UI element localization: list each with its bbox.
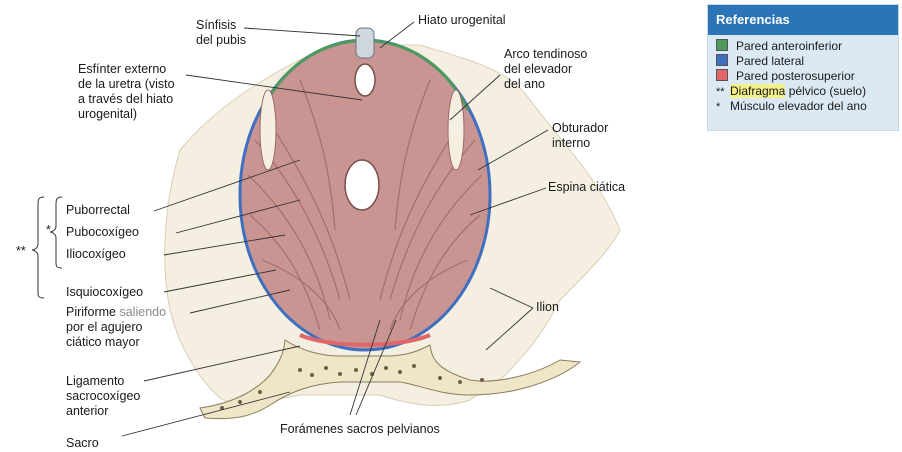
arcus-tendineus-left <box>260 90 276 170</box>
label-piriforme-line3: ciático mayor <box>66 335 166 350</box>
references-title: Referencias <box>708 5 898 35</box>
reference-item-diafragma: **Diafragma pélvico (suelo) <box>716 84 898 99</box>
label-obturador: Obturador interno <box>552 121 608 151</box>
reference-item-elevador: *Músculo elevador del ano <box>716 99 898 114</box>
label-hiato: Hiato urogenital <box>418 13 506 28</box>
label-sinfisis-line1: Sínfisis <box>196 18 246 33</box>
label-ligamento-line1: Ligamento <box>66 374 140 389</box>
references-legend: Referencias Pared anteroinferior Pared l… <box>707 4 899 131</box>
label-foramenes: Forámenes sacros pelvianos <box>280 422 440 437</box>
label-piriforme-word: Piriforme <box>66 305 119 319</box>
reference-text-diafragma: pélvico (suelo) <box>785 84 866 98</box>
green-swatch-icon <box>716 39 728 51</box>
label-isquiocoxigeo: Isquiocoxígeo <box>66 285 143 300</box>
diaphragm-bracket <box>32 197 44 298</box>
label-arco-line2: del elevador <box>504 62 587 77</box>
label-esfinter: Esfínter externo de la uretra (visto a t… <box>78 62 175 122</box>
arcus-tendineus-right <box>448 90 464 170</box>
label-pubocoxigeo: Pubocoxígeo <box>66 225 139 240</box>
reference-item-lateral: Pared lateral <box>716 54 898 69</box>
label-esfinter-line1: Esfínter externo <box>78 62 175 77</box>
label-espina: Espina ciática <box>548 180 625 195</box>
bracket-single-mark: * <box>46 223 51 238</box>
label-sacro: Sacro <box>66 436 99 451</box>
reference-text-elevador: Músculo elevador del ano <box>730 99 867 113</box>
blue-swatch-icon <box>716 54 728 66</box>
reference-text-anteroinferior: Pared anteroinferior <box>736 39 842 53</box>
label-piriforme-saliendo: saliendo <box>119 305 166 319</box>
reference-text-posterosuperior: Pared posterosuperior <box>736 69 855 83</box>
label-puborrectal: Puborrectal <box>66 203 130 218</box>
label-arco: Arco tendinoso del elevador del ano <box>504 47 587 92</box>
urethral-opening <box>355 64 375 96</box>
red-swatch-icon <box>716 69 728 81</box>
label-arco-line3: del ano <box>504 77 587 92</box>
label-iliocoxigeo: Iliocoxígeo <box>66 247 126 262</box>
label-ilion: Ilion <box>536 300 559 315</box>
levator-bracket <box>50 197 62 268</box>
reference-text-lateral: Pared lateral <box>736 54 804 68</box>
label-sinfisis-line2: del pubis <box>196 33 246 48</box>
label-ligamento-line2: sacrocoxígeo <box>66 389 140 404</box>
label-arco-line1: Arco tendinoso <box>504 47 587 62</box>
pubic-symphysis <box>356 28 374 58</box>
reference-item-anteroinferior: Pared anteroinferior <box>716 39 898 54</box>
label-obturador-line2: interno <box>552 136 608 151</box>
label-esfinter-line4: urogenital) <box>78 107 175 122</box>
label-piriforme: Piriforme saliendo por el agujero ciátic… <box>66 305 166 350</box>
reference-text-diafragma-highlight: Diafragma <box>730 84 785 98</box>
reference-item-posterosuperior: Pared posterosuperior <box>716 69 898 84</box>
label-obturador-line1: Obturador <box>552 121 608 136</box>
label-sinfisis: Sínfisis del pubis <box>196 18 246 48</box>
label-esfinter-line2: de la uretra (visto <box>78 77 175 92</box>
label-ligamento: Ligamento sacrocoxígeo anterior <box>66 374 140 419</box>
label-esfinter-line3: a través del hiato <box>78 92 175 107</box>
label-ligamento-line3: anterior <box>66 404 140 419</box>
asterisk-marker: * <box>716 100 730 115</box>
vaginal-opening <box>345 160 379 210</box>
bracket-double-mark: ** <box>16 244 26 259</box>
label-piriforme-line1: Piriforme saliendo <box>66 305 166 320</box>
label-piriforme-line2: por el agujero <box>66 320 166 335</box>
double-asterisk-marker: ** <box>716 85 730 100</box>
